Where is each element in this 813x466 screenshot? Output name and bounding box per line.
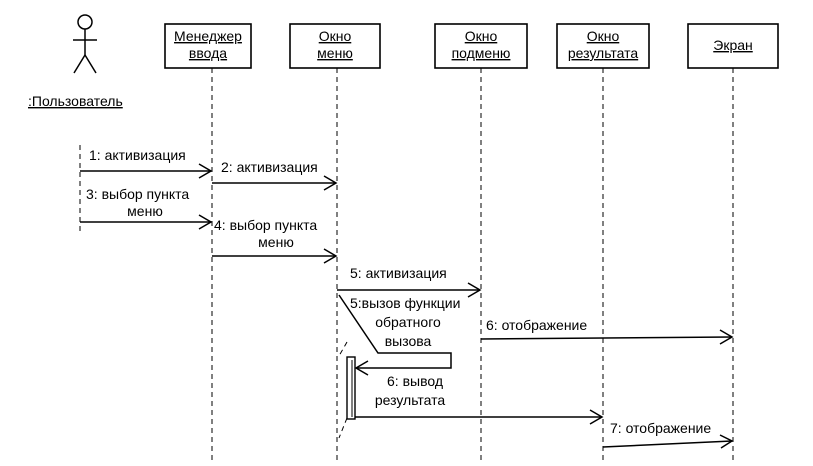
object-label-line1: Менеджер xyxy=(174,28,242,44)
actor-user: :Пользователь xyxy=(28,14,123,109)
object-label-line1: Экран xyxy=(713,37,753,53)
object-label-line1: Окно xyxy=(587,28,620,44)
arrowhead-icon xyxy=(198,214,213,230)
message-label: меню xyxy=(258,234,294,250)
message-6-output: 6: вывод результата xyxy=(355,373,604,425)
object-submenu-window: Окно подменю xyxy=(434,23,528,69)
arrowhead-icon xyxy=(323,175,338,191)
object-label-line2: меню xyxy=(317,45,353,61)
message-label: 1: активизация xyxy=(89,147,186,163)
message-7-display: 7: отображение xyxy=(602,420,734,449)
object-screen: Экран xyxy=(687,23,779,69)
message-label: 6: вывод xyxy=(387,373,443,389)
message-label: 2: активизация xyxy=(221,159,318,175)
actor-label: :Пользователь xyxy=(28,93,123,109)
message-label: 5: активизация xyxy=(350,265,447,281)
message-label: меню xyxy=(127,203,163,219)
arrowhead-icon xyxy=(719,434,734,449)
arrowhead-icon xyxy=(719,329,734,345)
message-label: результата xyxy=(375,392,446,408)
object-input-manager: Менеджер ввода xyxy=(164,23,252,69)
message-label: вызова xyxy=(385,333,432,349)
message-label: обратного xyxy=(375,314,441,330)
object-label-line2: подменю xyxy=(452,45,511,61)
object-label-line2: ввода xyxy=(189,45,227,61)
object-menu-window: Окно меню xyxy=(289,23,381,69)
message-label: 4: выбор пункта xyxy=(214,217,317,233)
object-label-line1: Окно xyxy=(319,28,352,44)
activation-bar xyxy=(346,356,356,420)
actor-head-icon xyxy=(77,14,93,30)
activation-connector xyxy=(338,341,348,357)
message-2: 2: активизация xyxy=(212,159,338,191)
arrowhead-icon xyxy=(354,360,369,376)
arrowhead-icon xyxy=(589,409,604,425)
message-4: 4: выбор пункта меню xyxy=(212,217,338,264)
message-6-display: 6: отображение xyxy=(480,317,734,345)
object-label-line1: Окно xyxy=(465,28,498,44)
activation-connector xyxy=(338,417,348,439)
message-label: 3: выбор пункта xyxy=(86,186,189,202)
arrowhead-icon xyxy=(467,282,482,298)
message-5-callback: 5:вызов функции обратного вызова xyxy=(338,294,460,376)
message-label: 6: отображение xyxy=(486,317,587,333)
arrowhead-icon xyxy=(198,163,213,179)
message-label: 5:вызов функции xyxy=(350,295,460,311)
object-result-window: Окно результата xyxy=(556,23,650,69)
message-3: 3: выбор пункта меню xyxy=(80,186,213,230)
message-1: 1: активизация xyxy=(80,147,213,179)
message-label: 7: отображение xyxy=(610,420,711,436)
object-label-line2: результата xyxy=(568,45,639,61)
message-5-activate: 5: активизация xyxy=(337,265,482,298)
arrowhead-icon xyxy=(323,248,338,264)
